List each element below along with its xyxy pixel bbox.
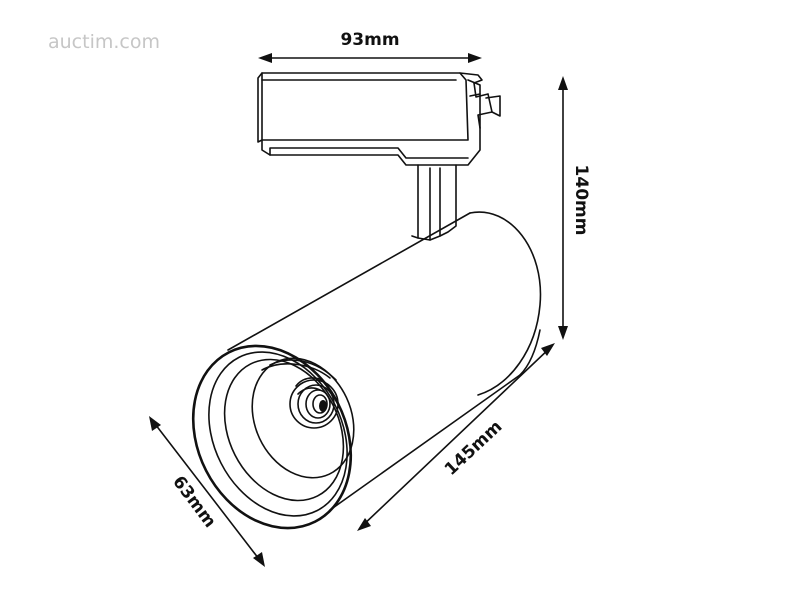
dimension-diameter: 63mm: [149, 416, 265, 567]
reflector-lens: [251, 357, 355, 479]
mounting-stem: [411, 164, 457, 241]
dimension-height: 140mm: [558, 76, 591, 340]
track-adapter: [257, 72, 501, 166]
spotlight-body: [227, 211, 542, 511]
dimension-length: 145mm: [357, 343, 555, 531]
height-label: 140mm: [571, 165, 591, 236]
dimension-width: 93mm: [258, 30, 482, 63]
watermark-text: auctim.com: [48, 31, 160, 53]
length-label: 145mm: [441, 417, 507, 480]
width-label: 93mm: [340, 30, 399, 50]
